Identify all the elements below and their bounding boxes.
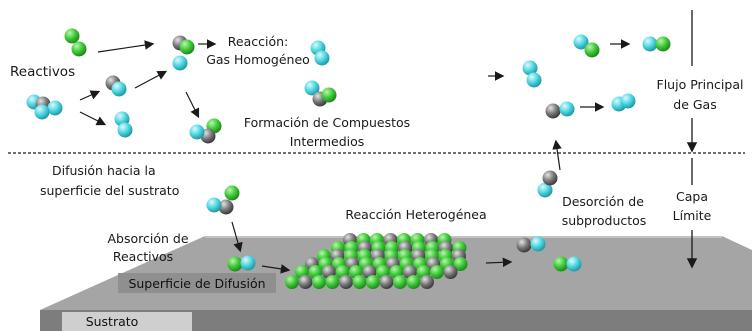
label-difusion-line2: superficie del sustrato (40, 183, 180, 198)
sustrato-label-box (62, 312, 192, 331)
label-reactivos: Reactivos (10, 64, 76, 80)
green-atom (285, 275, 299, 289)
green-atom (584, 42, 600, 58)
label-desorcion-line2: subproductos (561, 213, 647, 228)
green-atom (312, 275, 326, 289)
cyan-atom (34, 104, 50, 120)
label-absorcion-line2: Reactivos (112, 249, 174, 264)
green-atom (227, 256, 243, 272)
cyan-atom (642, 36, 658, 52)
green-atom (224, 185, 240, 201)
gray-atom (339, 275, 353, 289)
cyan-atom (304, 80, 320, 96)
process-arrows (79, 39, 631, 274)
cyan-atom (573, 34, 589, 50)
label-capa-line2: Límite (672, 208, 712, 223)
green-atom (325, 275, 340, 289)
cyan-atom (240, 255, 256, 271)
green-atom (352, 275, 367, 289)
molecules (26, 28, 671, 272)
label-formacion-line1: Formación de Compuestos (243, 115, 411, 130)
cyan-atom (566, 256, 582, 272)
gray-atom (420, 275, 434, 289)
label-difusion-line1: Difusión hacia la (52, 163, 156, 178)
cyan-atom (530, 236, 546, 252)
green-atom (179, 39, 195, 55)
cyan-atom (314, 50, 330, 66)
gray-atom (379, 275, 394, 289)
label-superficie: Superficie de Difusión (128, 276, 266, 291)
cyan-atom (206, 197, 222, 213)
cyan-atom (111, 81, 127, 97)
green-atom (406, 275, 421, 289)
label-capa-line1: Capa (676, 189, 708, 204)
cyan-atom (559, 101, 575, 117)
label-flujo-line1: Flujo Principal (656, 77, 744, 92)
gray-atom (298, 275, 313, 289)
cyan-atom (172, 55, 188, 71)
green-atom (655, 36, 671, 52)
gray-atom (218, 199, 234, 215)
green-atom (321, 87, 337, 103)
green-atom (64, 28, 80, 44)
crystal-lattice (285, 233, 468, 289)
label-desorcion-line1: Desorción de (562, 194, 644, 209)
cyan-atom (47, 100, 63, 116)
cyan-atom (526, 72, 542, 88)
green-atom (393, 275, 407, 289)
label-absorcion-line1: Absorción de (107, 231, 189, 246)
label-reaccion-line1: Reacción: (227, 34, 289, 49)
label-reaccion-heterogenea: Reacción Heterogénea (345, 207, 487, 222)
gray-atom (542, 170, 558, 186)
green-atom (430, 265, 444, 279)
gray-atom (545, 103, 561, 119)
green-atom (553, 256, 569, 272)
green-atom (453, 257, 468, 271)
cyan-atom (537, 182, 553, 198)
green-atom (71, 41, 87, 57)
green-atom (366, 275, 380, 289)
cyan-atom (189, 124, 205, 140)
label-formacion-line2: Intermedios (289, 134, 365, 149)
cyan-atom (620, 93, 636, 109)
cyan-atom (117, 122, 133, 138)
label-reaccion-line2: Gas Homogéneo (206, 52, 310, 67)
label-flujo-line2: de Gas (673, 97, 717, 112)
label-sustrato: Sustrato (85, 314, 139, 329)
gray-atom (516, 237, 532, 253)
superficie-label-box (118, 273, 276, 293)
cyan-atom (522, 60, 538, 76)
gray-atom (443, 265, 458, 279)
